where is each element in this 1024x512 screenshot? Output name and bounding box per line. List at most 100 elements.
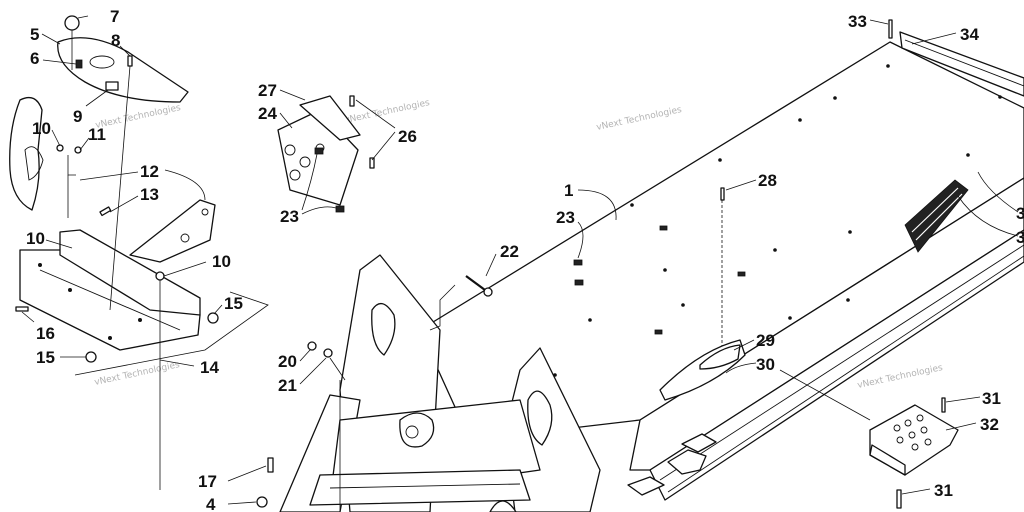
clip-23 xyxy=(573,259,583,266)
leader xyxy=(164,169,206,201)
leader xyxy=(227,501,257,505)
knob-7 xyxy=(64,15,80,31)
bracket-24-assembly xyxy=(277,95,375,213)
callout-17: 17 xyxy=(198,472,217,491)
leader xyxy=(85,89,109,107)
crossmember-edge xyxy=(329,483,521,489)
bolt-16 xyxy=(15,306,29,312)
leader xyxy=(159,359,195,367)
hole xyxy=(911,443,919,451)
callout-20: 20 xyxy=(278,352,297,371)
front-bulkhead xyxy=(279,254,601,512)
hole xyxy=(998,95,1002,99)
left-bracket-assembly xyxy=(9,96,269,490)
leader xyxy=(51,129,61,147)
leader xyxy=(119,45,131,57)
watermark: vNext Technologies xyxy=(596,105,683,133)
bracket-hole xyxy=(180,233,190,243)
plate-30 xyxy=(699,344,741,370)
footwell-cutout xyxy=(667,449,707,475)
leader xyxy=(163,261,207,277)
bolt-17 xyxy=(267,457,274,473)
step-plate-32 xyxy=(869,404,959,476)
decal-stripe xyxy=(915,193,963,241)
clip-23 xyxy=(335,205,345,213)
leader xyxy=(41,33,61,45)
clip-6 xyxy=(75,59,83,69)
nut-15 xyxy=(85,351,97,363)
bolt-20 xyxy=(307,341,317,351)
leader xyxy=(733,339,755,351)
leader xyxy=(77,15,89,19)
cover-assembly xyxy=(57,15,189,311)
leader xyxy=(977,171,1019,213)
leader xyxy=(21,311,35,323)
pin-22-line xyxy=(429,284,456,331)
hole xyxy=(108,336,112,340)
watermark: vNext Technologies xyxy=(94,360,181,388)
callout-23: 23 xyxy=(556,208,575,227)
steering-mount xyxy=(399,412,435,448)
callout-6: 6 xyxy=(30,49,39,68)
leader xyxy=(725,362,757,374)
assembly-outline xyxy=(74,291,269,376)
leader xyxy=(279,112,293,129)
callout-26: 26 xyxy=(398,127,417,146)
callout-5: 5 xyxy=(30,25,39,44)
decal-stripe xyxy=(911,187,959,233)
cover-hole xyxy=(89,55,115,69)
assembly-line xyxy=(329,357,346,381)
callout-31: 31 xyxy=(982,389,1001,408)
tunnel-lower-flange xyxy=(649,229,1024,501)
bracket-hole xyxy=(284,144,296,156)
hole xyxy=(833,96,837,100)
hole xyxy=(138,318,142,322)
callout-10: 10 xyxy=(212,252,231,271)
hole xyxy=(798,118,802,122)
slot xyxy=(659,225,668,231)
footwell-cutout xyxy=(681,433,717,453)
callout-28: 28 xyxy=(758,171,777,190)
hole xyxy=(788,316,792,320)
tunnel-decal xyxy=(904,179,969,253)
hole xyxy=(38,263,42,267)
step-plate-holes xyxy=(893,414,932,451)
callout-16: 16 xyxy=(36,324,55,343)
bracket-hole xyxy=(201,208,209,216)
hole xyxy=(966,153,970,157)
screw-8 xyxy=(127,55,133,67)
misc-hardware xyxy=(256,19,959,512)
screw-31 xyxy=(896,489,902,509)
callout-9: 9 xyxy=(73,107,82,126)
flange-line xyxy=(667,255,1024,493)
watermark: vNext Technologies xyxy=(95,103,182,131)
callout-14: 14 xyxy=(200,358,219,377)
leader xyxy=(355,99,396,129)
hole xyxy=(848,230,852,234)
bracket-hole xyxy=(289,169,301,181)
hole xyxy=(663,268,667,272)
front-crossmember xyxy=(309,469,531,506)
crossmember-cutout xyxy=(489,500,517,512)
callout-15: 15 xyxy=(224,294,243,313)
hole xyxy=(773,248,777,252)
callout-30: 30 xyxy=(756,355,775,374)
callout-21: 21 xyxy=(278,376,297,395)
base-rail xyxy=(59,229,201,316)
hole xyxy=(893,424,901,432)
callout-23: 23 xyxy=(280,207,299,226)
callout-32: 32 xyxy=(980,415,999,434)
screw-26 xyxy=(349,95,355,107)
hole xyxy=(916,414,924,422)
screw-28 xyxy=(720,187,725,201)
callout-3: 3 xyxy=(1016,228,1024,247)
leader xyxy=(901,488,931,495)
bracket-12 xyxy=(129,199,216,263)
callout-13: 13 xyxy=(140,185,159,204)
bolt-11 xyxy=(74,146,82,154)
leader-lines xyxy=(21,15,1019,505)
leader xyxy=(79,137,90,151)
leader xyxy=(945,422,977,431)
slot xyxy=(737,271,746,277)
bracket-hole xyxy=(299,156,311,168)
